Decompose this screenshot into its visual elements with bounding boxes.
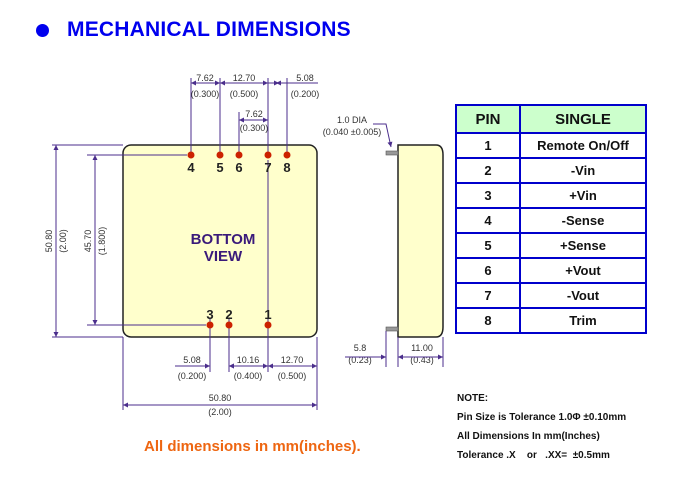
table-row: 2-Vin [455, 157, 647, 184]
pin-2-dot [225, 321, 233, 329]
pin-function: -Vout [519, 282, 647, 309]
pin-function: +Sense [519, 232, 647, 259]
dim-pin-length-mm: 5.8 [354, 343, 367, 353]
dim-top-4-mm: 7.62 [245, 109, 263, 119]
pin-4-dot [187, 151, 195, 159]
pin-number: 8 [455, 307, 521, 334]
table-row: 6+Vout [455, 257, 647, 284]
pin-3-label: 3 [206, 307, 213, 322]
title-text: MECHANICAL DIMENSIONS [67, 18, 351, 41]
pin-7-dot [264, 151, 272, 159]
pin-function: Trim [519, 307, 647, 334]
pin-function: +Vout [519, 257, 647, 284]
pin-number: 2 [455, 157, 521, 184]
dim-width-in: (2.00) [208, 407, 232, 417]
note-heading: NOTE: [457, 393, 489, 404]
dim-top-3-in: (0.200) [291, 89, 320, 99]
dim-bottom-2-mm: 10.16 [237, 355, 260, 365]
pin-5-dot [216, 151, 224, 159]
dim-width-mm: 50.80 [209, 393, 232, 403]
dim-bottom-1-in: (0.200) [178, 371, 207, 381]
pin-1-dot [264, 321, 272, 329]
dim-height-mm: 50.80 [44, 230, 54, 253]
side-pin-top [385, 150, 399, 156]
dim-thickness-mm: 11.00 [411, 343, 433, 353]
dim-bottom-1-mm: 5.08 [183, 355, 201, 365]
pin-number: 7 [455, 282, 521, 309]
dim-pin-dia-in: (0.040 ±0.005) [323, 127, 381, 137]
note-tolerance: Tolerance .X or .XX= ±0.5mm [457, 450, 610, 461]
pin-function: Remote On/Off [519, 132, 647, 159]
pin-function: +Vin [519, 182, 647, 209]
pin-number: 6 [455, 257, 521, 284]
dim-top-4-in: (0.300) [240, 123, 269, 133]
bullet-icon [36, 23, 49, 37]
bottom-view-label-1: BOTTOM [191, 231, 256, 248]
pin-3-dot [206, 321, 214, 329]
table-row: 7-Vout [455, 282, 647, 309]
dim-bottom-2-in: (0.400) [234, 371, 263, 381]
pin-5-label: 5 [216, 160, 223, 175]
dim-top-3-mm: 5.08 [296, 73, 314, 83]
pin-number: 4 [455, 207, 521, 234]
pin-function: -Vin [519, 157, 647, 184]
note-units: All Dimensions In mm(Inches) [457, 431, 600, 442]
pin-2-label: 2 [225, 307, 232, 322]
pin-number: 5 [455, 232, 521, 259]
pin-6-dot [235, 151, 243, 159]
pin-1-label: 1 [264, 307, 271, 322]
module-body-side-view [397, 144, 444, 338]
footer-note: All dimensions in mm(inches). [144, 438, 361, 455]
pin-8-dot [283, 151, 291, 159]
dim-top-1-in: (0.300) [191, 89, 220, 99]
table-row: 4-Sense [455, 207, 647, 234]
dim-top-1-mm: 7.62 [196, 73, 214, 83]
dim-pin-dia-mm: 1.0 DIA [337, 115, 367, 125]
pin-4-label: 4 [187, 160, 195, 175]
header-pin: PIN [455, 104, 521, 134]
dim-pin-span-in: (1.800) [97, 227, 107, 256]
dim-height-in: (2.00) [58, 229, 68, 253]
pin-8-label: 8 [283, 160, 290, 175]
table-row: 5+Sense [455, 232, 647, 259]
table-row: 3+Vin [455, 182, 647, 209]
side-pin-bottom [385, 326, 399, 332]
notes-block: NOTE: Pin Size is Tolerance 1.0Φ ±0.10mm… [457, 389, 626, 465]
dim-bottom-3-mm: 12.70 [281, 355, 304, 365]
pin-6-label: 6 [235, 160, 242, 175]
dim-pin-span-mm: 45.70 [83, 230, 93, 253]
dim-bottom-3-in: (0.500) [278, 371, 307, 381]
dim-pin-length-in: (0.23) [348, 355, 372, 365]
pin-table-header: PIN SINGLE [455, 104, 647, 134]
dim-top-2-mm: 12.70 [233, 73, 256, 83]
pin-function: -Sense [519, 207, 647, 234]
bottom-view-label-2: VIEW [204, 248, 243, 265]
page-title: MECHANICAL DIMENSIONS [36, 18, 351, 42]
dim-top-2-in: (0.500) [230, 89, 259, 99]
dim-thickness-in: (0.43) [410, 355, 434, 365]
pin-number: 3 [455, 182, 521, 209]
header-single: SINGLE [519, 104, 647, 134]
note-pin-size: Pin Size is Tolerance 1.0Φ ±0.10mm [457, 412, 627, 423]
pin-number: 1 [455, 132, 521, 159]
pin-7-label: 7 [264, 160, 271, 175]
